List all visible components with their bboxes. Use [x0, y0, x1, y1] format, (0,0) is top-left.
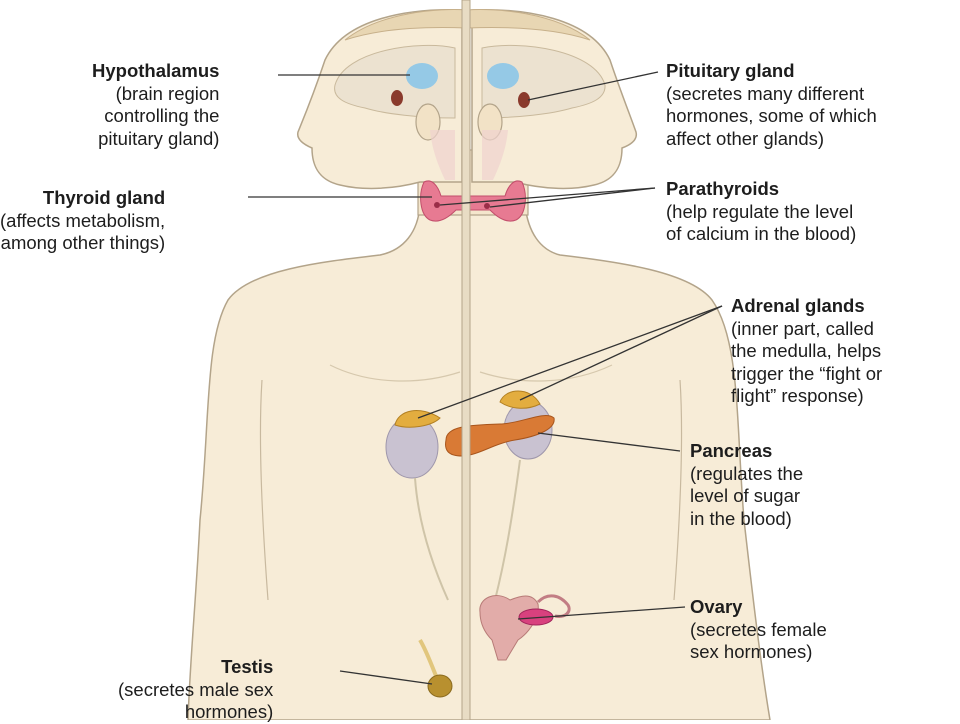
pituitary-left	[391, 90, 403, 106]
right-arm-contour	[673, 379, 683, 601]
label-testis-desc: (secretes male sex	[118, 678, 274, 700]
leader-pancreas	[537, 432, 681, 452]
label-pancreas-desc: (regulates the	[690, 462, 804, 484]
label-pituitary-desc: (secretes many different	[666, 82, 865, 104]
label-pancreas-desc: in the blood)	[690, 507, 792, 529]
leader-adrenal-1	[417, 305, 723, 419]
label-adrenal-desc: the medulla, helps	[731, 340, 882, 361]
ureter-right	[494, 459, 521, 601]
label-adrenal-name: Adrenal glands	[731, 295, 865, 316]
label-hypothalamus-desc: pituitary gland)	[98, 127, 220, 149]
spermatic-cord	[418, 638, 438, 677]
testis	[427, 674, 453, 698]
leader-lines	[248, 71, 723, 685]
label-parathyroids-desc: (help regulate the level	[666, 200, 854, 222]
label-parathyroids-name: Parathyroids	[666, 178, 780, 199]
brain-stem-right	[482, 130, 508, 180]
label-adrenal: Adrenal glands (inner part, called the m…	[731, 295, 882, 408]
label-thyroid: Thyroid gland (affects metabolism, among…	[0, 187, 165, 255]
brain-stem-left	[430, 130, 455, 180]
label-pituitary: Pituitary gland (secretes many different…	[666, 60, 877, 150]
label-ovary-desc: sex hormones)	[690, 641, 813, 662]
leader-ovary	[517, 606, 686, 620]
leader-pituitary	[527, 71, 659, 101]
label-pituitary-desc: hormones, some of which	[666, 105, 877, 126]
label-hypothalamus-desc: controlling the	[104, 105, 220, 126]
label-pancreas-name: Pancreas	[690, 440, 773, 461]
leader-adrenal-2	[519, 305, 723, 401]
parathyroid-dot-1	[434, 202, 440, 208]
label-thyroid-desc: among other things)	[0, 232, 166, 253]
label-thyroid-desc: (affects metabolism,	[0, 209, 166, 231]
hypothalamus-left	[406, 63, 438, 89]
label-hypothalamus: Hypothalamus (brain region controlling t…	[92, 60, 219, 150]
label-adrenal-desc: flight” response)	[731, 385, 864, 406]
label-parathyroids: Parathyroids (help regulate the level of…	[666, 178, 856, 246]
chest-contour	[329, 364, 613, 382]
body-silhouette	[187, 204, 771, 720]
ureter-left	[414, 477, 449, 601]
leader-parathyroid-2	[489, 187, 656, 208]
label-parathyroids-desc: of calcium in the blood)	[666, 223, 857, 244]
label-thyroid-name: Thyroid gland	[42, 187, 166, 208]
label-pituitary-desc: affect other glands)	[666, 127, 825, 149]
label-testis-name: Testis	[221, 656, 274, 677]
label-testis-desc: hormones)	[184, 701, 274, 722]
label-pancreas: Pancreas (regulates the level of sugar i…	[690, 440, 803, 530]
label-hypothalamus-desc: (brain region	[115, 82, 220, 104]
leader-parathyroid-1	[439, 187, 656, 206]
leader-testis	[339, 670, 433, 685]
label-ovary-name: Ovary	[690, 596, 743, 617]
label-ovary-desc: (secretes female	[690, 618, 827, 640]
brain-right	[481, 44, 606, 119]
label-pancreas-desc: level of sugar	[690, 485, 801, 506]
hypothalamus-right	[487, 63, 519, 89]
center-divider	[461, 0, 471, 720]
label-hypothalamus-name: Hypothalamus	[92, 60, 220, 81]
pituitary-right	[518, 92, 530, 108]
label-adrenal-desc: trigger the “fight or	[731, 362, 883, 384]
pancreas	[445, 415, 555, 457]
label-testis: Testis (secretes male sex hormones)	[118, 656, 273, 724]
label-pituitary-name: Pituitary gland	[666, 60, 795, 81]
parathyroid-dot-2	[484, 203, 490, 209]
label-adrenal-desc: (inner part, called	[731, 317, 874, 339]
left-arm-contour	[259, 379, 269, 601]
label-ovary: Ovary (secretes female sex hormones)	[690, 596, 827, 664]
